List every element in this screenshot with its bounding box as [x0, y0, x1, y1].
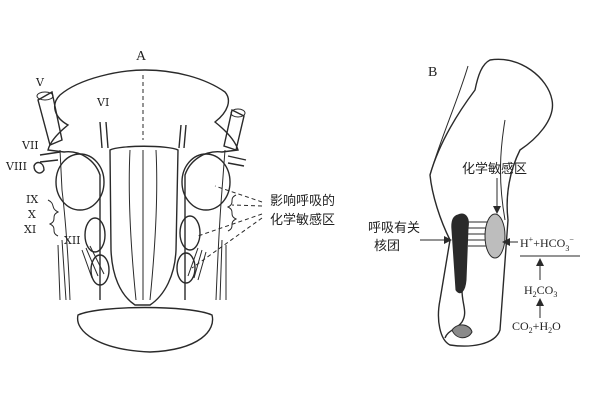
label-nerve-ix: IX [26, 193, 38, 206]
nucleus-label-line1: 呼吸有关 [368, 221, 420, 236]
medulla-section-outline [429, 58, 554, 347]
nerve-xii-left [81, 245, 105, 279]
region-label-a-line1: 影响呼吸的 [270, 193, 335, 209]
right-olive [179, 215, 201, 251]
label-nerve-vi: VI [96, 96, 109, 109]
nerve-v-right [223, 108, 245, 151]
brainstem-ventral-view [47, 69, 239, 353]
label-nerve-x: X [28, 208, 36, 221]
nerve-viii-left [33, 161, 45, 174]
right-lower-olive [176, 252, 196, 284]
medulla-section-ventral [499, 119, 506, 221]
respiratory-nucleus [451, 213, 469, 294]
region-b-arrowhead [493, 206, 501, 214]
nerve-v-right-end [230, 108, 246, 118]
left-cerebellar-peduncle [55, 153, 105, 211]
bottom-cluster [451, 324, 473, 339]
label-nerve-vii: VII [21, 139, 39, 152]
h2co3-formula: H2CO3 [524, 283, 557, 299]
cranial-nerves [33, 90, 247, 301]
ion-arrowhead [502, 238, 510, 246]
region-label-a-line2: 化学敏感区 [270, 212, 335, 228]
medulla-column [109, 145, 179, 306]
region-label-b: 化学敏感区 [462, 161, 527, 177]
region-pointer-lines [191, 185, 263, 269]
nucleus-label-line2: 核团 [374, 239, 400, 254]
nucleus-tail [444, 289, 466, 339]
right-lateral-edge [215, 149, 226, 301]
left-lateral-edge [59, 149, 71, 301]
nucleus-arrowhead [444, 236, 452, 244]
right-cerebellar-peduncle [181, 153, 231, 211]
panel-b-label: B [428, 65, 437, 80]
spinal-cord-base [76, 306, 214, 353]
panel-a-label: A [136, 49, 147, 64]
label-nerve-v: V [35, 76, 45, 89]
label-nerve-viii: VIII [5, 160, 27, 173]
h2co3-up-arrowhead [536, 258, 544, 266]
medulla-section-inner [429, 65, 469, 176]
left-olive [84, 217, 106, 253]
pyramid-right [149, 149, 158, 301]
left-lower-olive [90, 254, 110, 286]
lower-roots-left [57, 239, 67, 301]
label-nerve-xii: XII [64, 234, 81, 247]
pyramid-left [128, 149, 144, 301]
nerve-v-left-end [36, 91, 54, 101]
nerve-vi-right [178, 124, 187, 149]
co2-up-arrowhead [536, 298, 544, 306]
co2-h2o-formula: CO2+H2O [512, 319, 561, 335]
nerve-v-left [37, 90, 63, 146]
reaction-ions: H++HCO3− [520, 235, 574, 253]
chemosensitive-region-b [484, 213, 506, 259]
nerve-ix-x-xi-right [226, 194, 238, 232]
nerve-vi-left [99, 121, 109, 149]
lower-roots-right [219, 239, 227, 301]
nerve-vii-right [227, 155, 247, 167]
medulla-section [429, 58, 554, 347]
label-nerve-xi: XI [24, 223, 36, 236]
nerve-ix-x-xi-left [47, 199, 60, 237]
nerve-vii-left [39, 151, 61, 163]
